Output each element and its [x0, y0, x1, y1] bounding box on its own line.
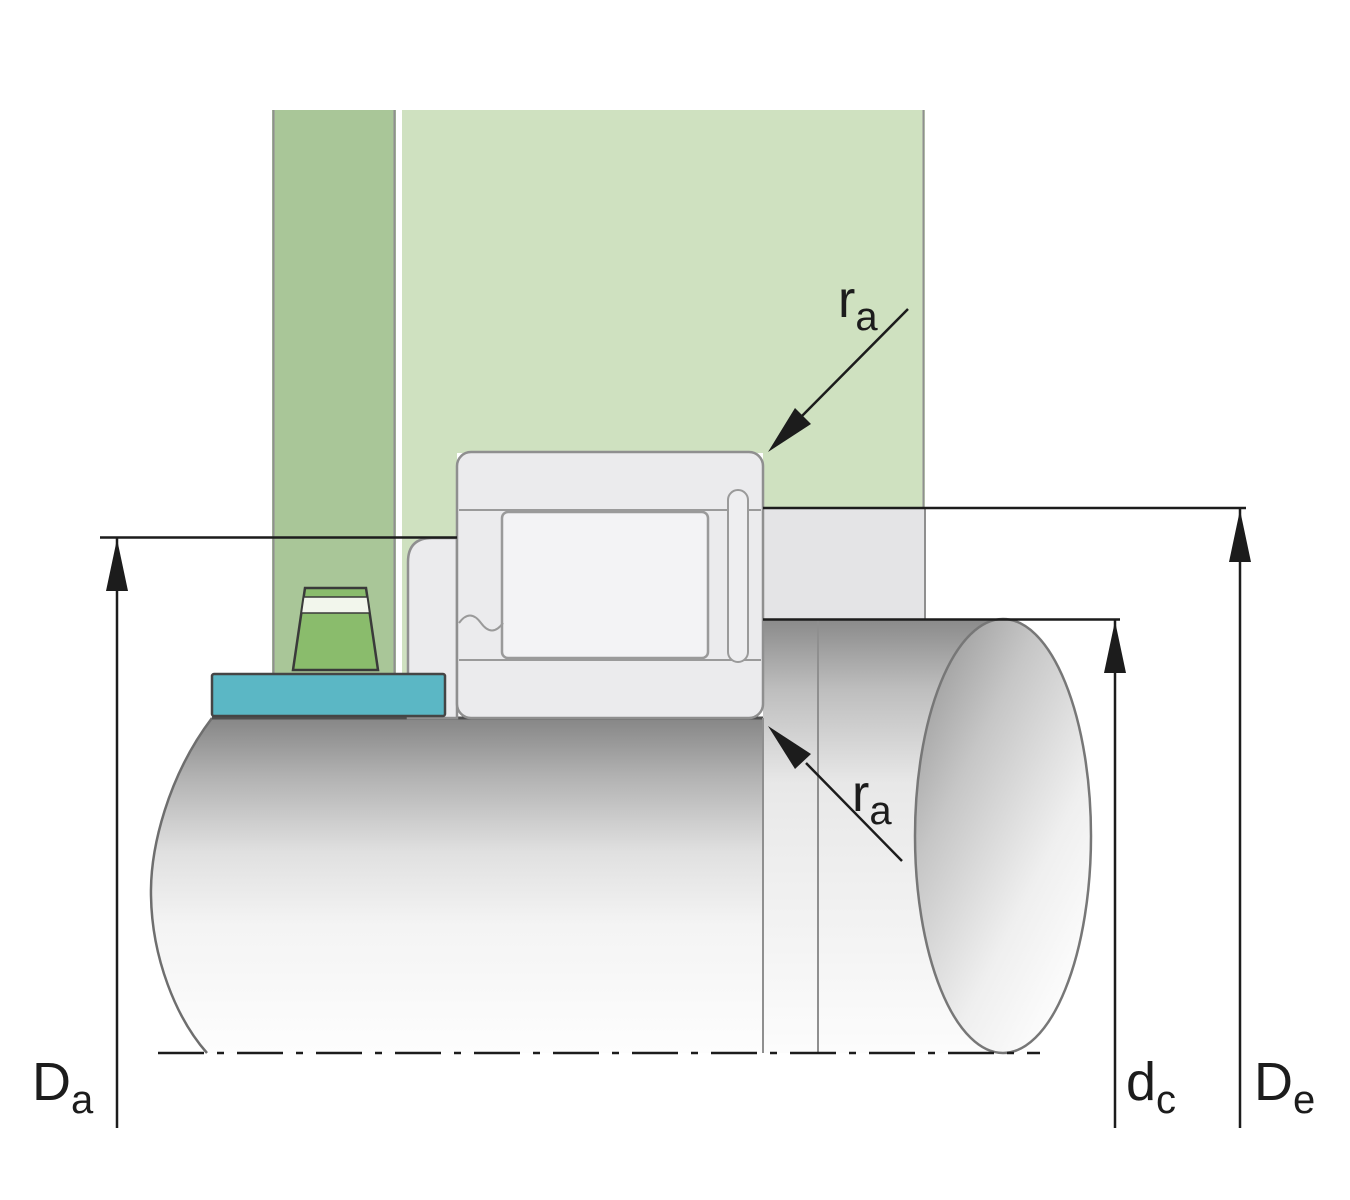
arrowhead-dc	[1104, 621, 1126, 673]
shaft-break-curve	[149, 717, 213, 1054]
housing-section-main	[402, 110, 925, 453]
label-ra-top: ra	[838, 271, 878, 339]
shaft-raceway-extension	[763, 508, 925, 619]
roller-element	[500, 510, 710, 660]
arrowhead-ra-top	[768, 408, 811, 452]
arrowhead-ra-bottom	[768, 726, 811, 769]
shaft-body	[150, 718, 764, 1053]
shaft-shoulder-face	[913, 617, 1093, 1055]
label-da: Da	[32, 1052, 94, 1122]
arrowhead-de	[1229, 510, 1251, 562]
label-de: De	[1254, 1052, 1315, 1122]
break-squiggle	[458, 614, 504, 632]
leader-line-ra-bottom	[805, 762, 903, 862]
lubrication-fitting-stripe	[300, 596, 371, 614]
label-ra-bottom: ra	[852, 765, 892, 833]
housing-wall-section	[272, 110, 396, 674]
arrowhead-da	[106, 539, 128, 591]
housing-section-right-lip	[763, 453, 925, 508]
leader-line-ra-top	[798, 308, 909, 420]
cage-pin	[727, 489, 749, 663]
clamp-plate	[210, 672, 447, 718]
label-dc: dc	[1126, 1052, 1176, 1122]
